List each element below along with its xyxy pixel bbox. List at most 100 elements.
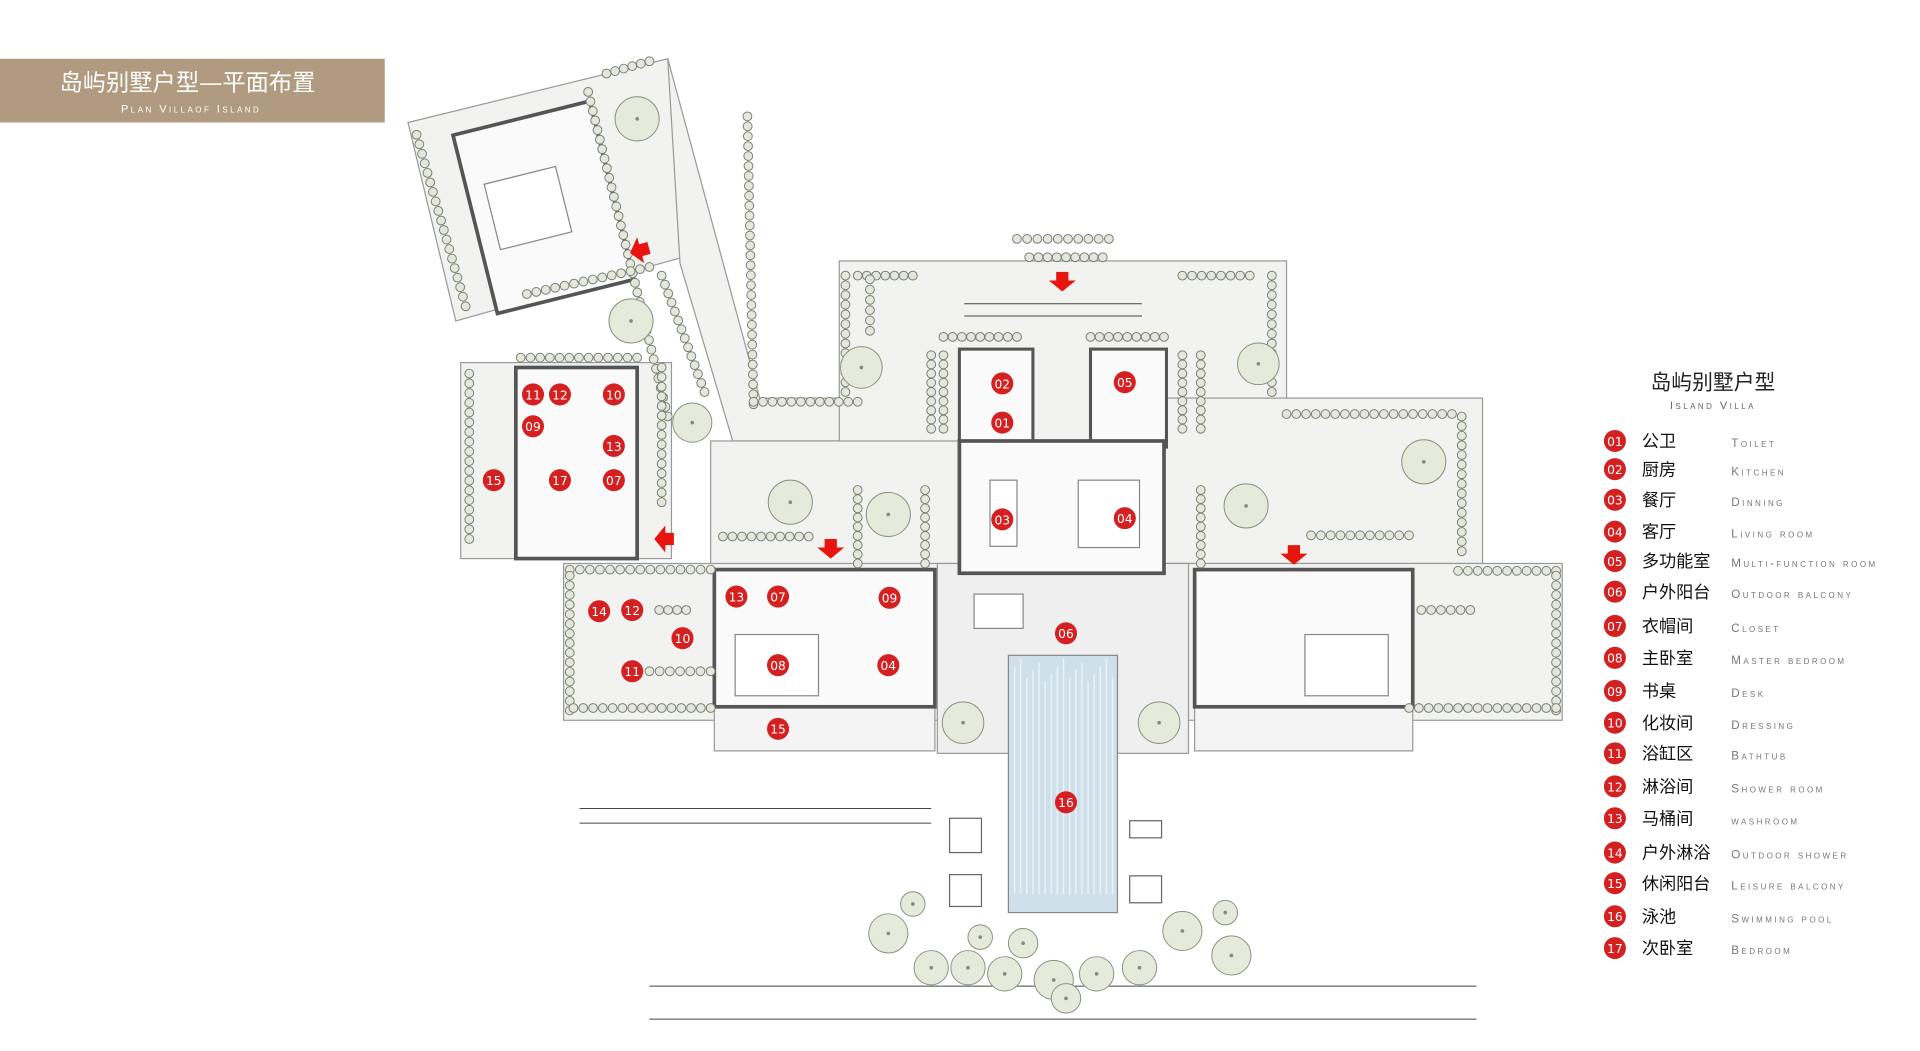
marker-badge [767,654,790,677]
shrub-icon [1177,396,1188,407]
shrub-icon [744,220,755,231]
shrub-icon [1404,703,1414,713]
shrub-icon [1445,605,1456,615]
shrub-icon [840,387,851,397]
shrub-icon [1206,270,1217,281]
room-marker: 12 [621,598,644,622]
marker-number: 13 [606,440,622,454]
shrub-icon [656,458,667,469]
legend-label-cn: 次卧室 [1642,939,1693,959]
shrub-icon [574,352,584,363]
shrub-icon [840,299,851,310]
marker-badge [1603,458,1626,481]
shrub-icon [1436,605,1446,615]
shrub-icon [1196,270,1207,281]
shrub-icon [673,315,684,326]
shrub-icon [840,328,851,339]
shrub-icon [1349,409,1360,419]
shrub-icon [1195,414,1206,425]
marker-badge [1113,371,1136,394]
shrub-icon [852,531,863,541]
room-marker: 10 [671,627,694,650]
shrub-icon [663,605,674,615]
shrub-icon [1502,565,1512,576]
shrub-icon [656,362,667,373]
shrub-icon [686,703,696,713]
legend-number: 02 [1607,463,1623,477]
legend-number: 01 [1607,435,1623,449]
shrub-icon [675,666,685,677]
shrub-icon [1195,368,1206,379]
shrub-icon [926,359,937,370]
shrub-icon [1541,565,1552,576]
shrub-icon [635,58,646,69]
shrub-icon [920,485,930,495]
shrub-icon [1388,409,1399,419]
shrub-icon [852,558,863,569]
shrub-icon [795,396,806,407]
shrub-icon [1521,565,1532,576]
shrub-icon [660,279,670,290]
shrub-icon [564,686,575,697]
shrub-icon [889,270,900,281]
shrub-icon [464,446,475,457]
shrub-icon [646,703,657,713]
shrub-icon [683,342,693,353]
shrub-icon [1195,531,1206,541]
shrub-icon [938,387,949,397]
legend-label-cn: 主卧室 [1642,649,1693,669]
shrub-icon [654,666,665,677]
shrub-icon [1456,478,1467,489]
shrub-icon [464,534,475,544]
shrub-icon [1195,350,1206,361]
shrub-icon [590,115,601,126]
shrub-icon [993,331,1004,342]
shrub-icon [1195,558,1206,569]
shrub-icon [695,666,706,677]
shrub-icon [865,305,875,316]
shrub-icon [685,666,696,677]
shrub-icon [644,666,655,677]
shrub-icon [1551,647,1561,658]
legend-label-cn: 户外阳台 [1642,583,1711,603]
legend-number: 13 [1607,812,1623,826]
legend-label-en: washroom [1731,814,1799,827]
shrub-icon [457,291,468,302]
shrub-icon [727,531,738,542]
shrub-icon [1177,423,1188,434]
marker-badge [1603,520,1626,543]
shrub-icon [656,420,667,431]
shrub-icon [665,564,676,575]
shrub-icon [656,703,667,713]
marker-badge [1603,742,1626,765]
shrub-icon [695,703,706,713]
legend-label-cn: 泳池 [1642,907,1676,927]
shrub-icon [938,377,949,388]
shrub-icon [1453,565,1463,576]
shrub-icon [1093,233,1104,244]
shrub-icon [705,666,716,677]
marker-number: 15 [770,723,786,737]
shrub-icon [1511,565,1522,576]
shrub-icon [656,497,667,508]
room-marker: 15 [482,469,505,492]
shrub-icon [1551,703,1561,713]
shrub-icon [686,351,697,362]
shrub-icon [679,333,690,344]
banner-background [0,58,385,123]
shrub-icon [926,405,937,416]
shrub-icon [611,201,622,212]
shrub-icon [840,338,851,349]
shrub-icon [564,590,575,600]
marker-number: 05 [1117,376,1133,390]
shrub-icon [564,599,575,610]
shrub-icon [1195,423,1206,434]
shrub-icon [852,521,863,532]
shrub-icon [865,315,875,326]
legend-number: 11 [1607,747,1623,761]
marker-badge [588,600,611,623]
shrub-icon [966,331,976,342]
shrub-icon [1456,527,1467,537]
